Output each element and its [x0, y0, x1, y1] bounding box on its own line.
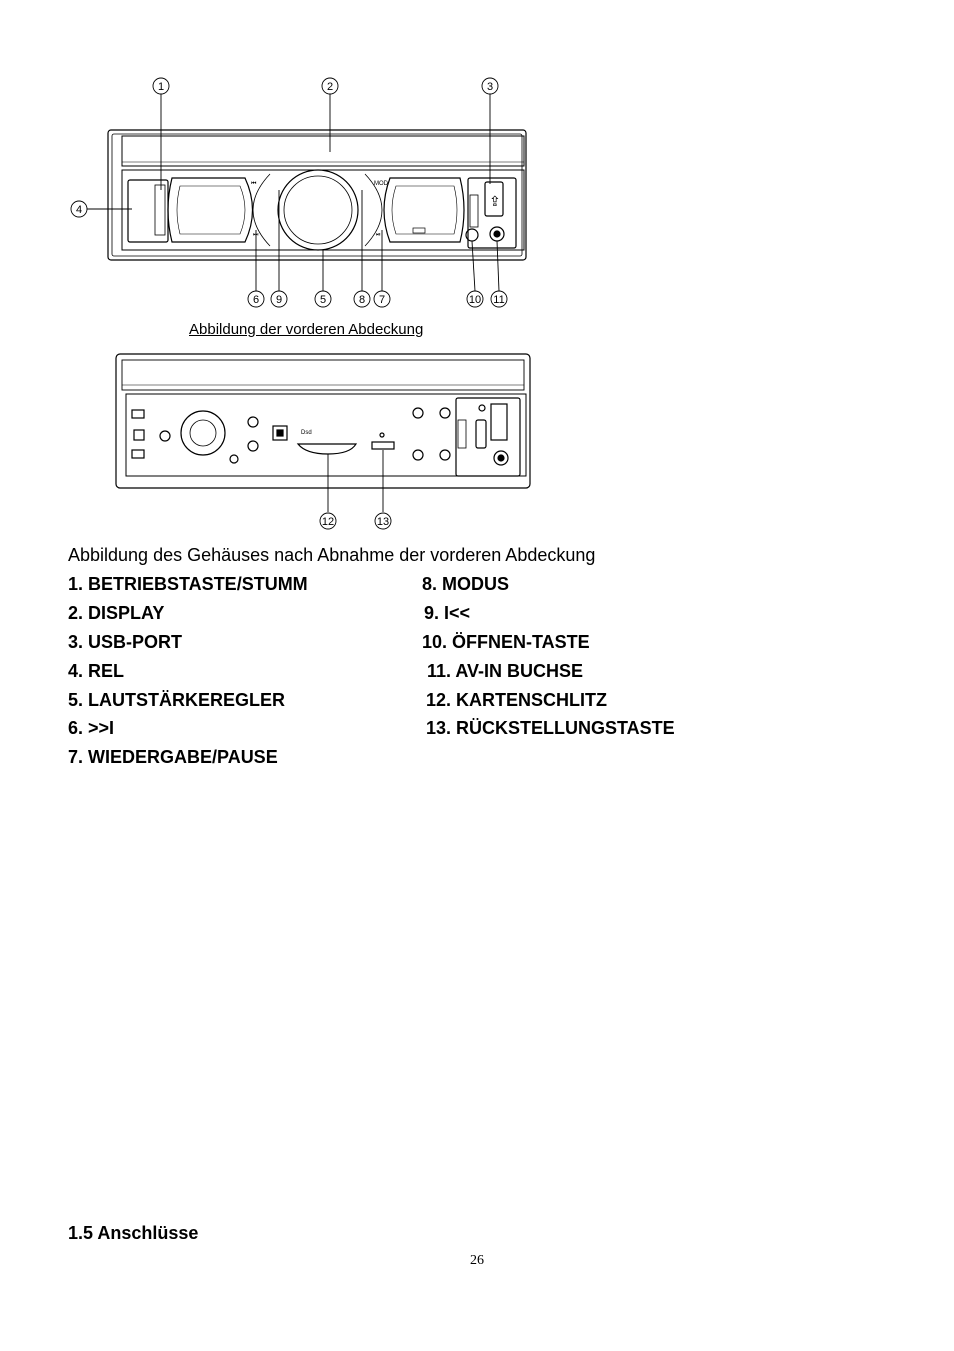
- legend-item: 10. ÖFFNEN-TASTE: [422, 632, 590, 652]
- callout-6: 6: [253, 294, 259, 306]
- callout-2: 2: [327, 81, 333, 93]
- callout-13: 13: [377, 516, 389, 528]
- legend-item: 5. LAUTSTÄRKEREGLER: [68, 690, 286, 710]
- callout-1: 1: [158, 81, 164, 93]
- callout-9: 9: [276, 294, 282, 306]
- svg-text:⏯: ⏯: [376, 232, 381, 238]
- page-number: 26: [470, 1253, 484, 1268]
- callout-4: 4: [76, 204, 82, 216]
- volume-knob: [277, 169, 359, 251]
- svg-text:MOD: MOD: [374, 181, 389, 187]
- legend-item: 7. WIEDERGABE/PAUSE: [68, 747, 278, 767]
- callout-7: 7: [379, 294, 385, 306]
- housing-outline: [115, 353, 531, 489]
- legend-item: 3. USB-PORT: [68, 632, 183, 652]
- callout-8: 8: [359, 294, 365, 306]
- front-panel-outline: [107, 129, 527, 261]
- figure2-caption: Abbildung des Gehäuses nach Abnahme der …: [68, 545, 596, 565]
- reset-button: [371, 441, 395, 450]
- display-bar: [121, 135, 525, 167]
- section-heading: 1.5 Anschlüsse: [68, 1223, 199, 1243]
- callout-5: 5: [320, 294, 326, 306]
- legend-item: 6. >>I: [68, 718, 115, 738]
- legend-item: 13. RÜCKSTELLUNGSTASTE: [426, 718, 675, 738]
- legend-item: 1. BETRIEBSTASTE/STUMM: [68, 574, 308, 594]
- callout-12: 12: [322, 516, 334, 528]
- housing-diagram: Dsd 12 13: [115, 353, 531, 530]
- callout-11: 11: [493, 294, 504, 306]
- callout-3: 3: [487, 81, 493, 93]
- legend-item: 11. AV-IN BUCHSE: [427, 661, 584, 681]
- legend-item: 8. MODUS: [422, 574, 510, 594]
- legend-item: 4. REL: [68, 661, 125, 681]
- card-slot: [296, 443, 358, 455]
- callout-10: 10: [469, 294, 481, 306]
- legend-item: 12. KARTENSCHLITZ: [426, 690, 608, 710]
- front-cover-diagram: ⏮ MOD ⏭ ⏯ ⇪ 1 2 3 4 5 6: [70, 77, 527, 308]
- sd-label: Dsd: [301, 430, 312, 436]
- legend-item: 2. DISPLAY: [68, 603, 165, 623]
- svg-text:⏮: ⏮: [251, 181, 257, 187]
- svg-text:⇪: ⇪: [489, 194, 501, 210]
- legend-item: 9. I<<: [424, 603, 471, 623]
- usb-port: [484, 181, 504, 217]
- figure1-caption: Abbildung der vorderen Abdeckung: [189, 321, 424, 338]
